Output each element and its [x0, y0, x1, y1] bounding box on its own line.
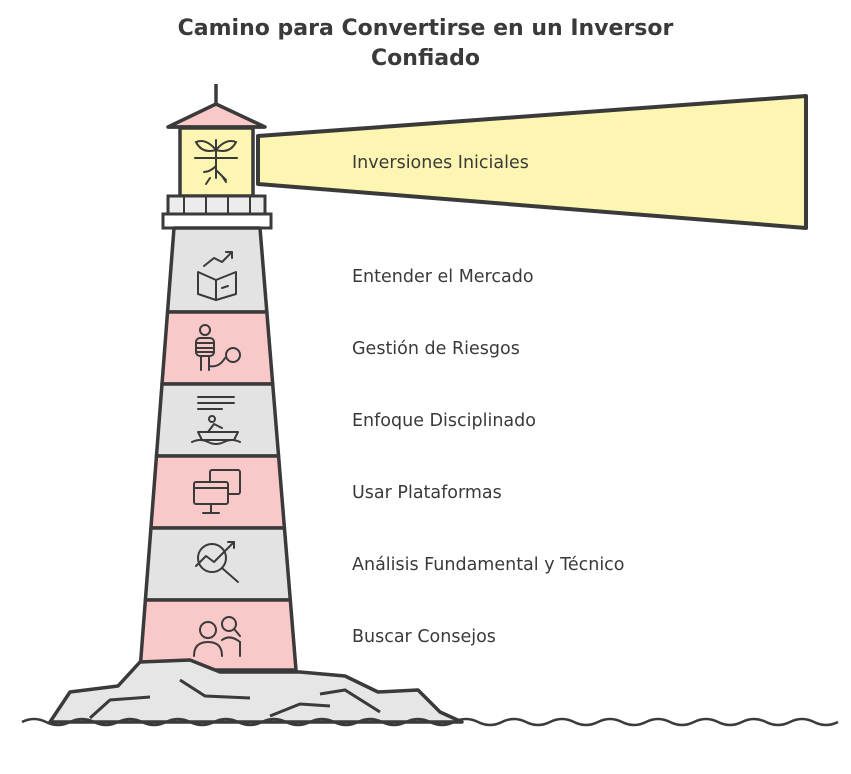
- step-label-gestion-riesgos: Gestión de Riesgos: [352, 339, 520, 359]
- tower-band: [160, 310, 275, 386]
- title-line-1: Camino para Convertirse en un Inversor: [177, 16, 674, 41]
- rocks: [48, 658, 464, 724]
- light-beam: [256, 94, 808, 230]
- step-label-entender-mercado: Entender el Mercado: [352, 267, 534, 287]
- sprout-icon: [194, 139, 238, 185]
- prisoner-ball-chain-icon: [195, 324, 241, 371]
- rowing-boat-icon: [191, 396, 241, 445]
- water-waves: [21, 717, 839, 727]
- tower-bands: [138, 226, 298, 672]
- tower-band: [138, 598, 298, 672]
- magnifier-chart-icon: [195, 541, 239, 583]
- step-label-buscar-consejos: Buscar Consejos: [352, 627, 496, 647]
- step-label-usar-plataformas: Usar Plataformas: [352, 483, 502, 503]
- lighthouse-roof: [166, 102, 267, 129]
- book-growth-icon: [197, 251, 237, 301]
- step-label-analisis: Análisis Fundamental y Técnico: [352, 555, 625, 575]
- tower-band: [143, 526, 293, 602]
- step-label-enfoque-disciplinado: Enfoque Disciplinado: [352, 411, 536, 431]
- monitor-window-icon: [193, 469, 241, 514]
- advisor-people-icon: [193, 616, 241, 657]
- diagram-title: Camino para Convertirse en un Inversor C…: [0, 14, 851, 74]
- tower-band: [154, 382, 281, 458]
- title-line-2: Confiado: [371, 46, 480, 71]
- step-label-inversiones-iniciales: Inversiones Iniciales: [352, 153, 529, 173]
